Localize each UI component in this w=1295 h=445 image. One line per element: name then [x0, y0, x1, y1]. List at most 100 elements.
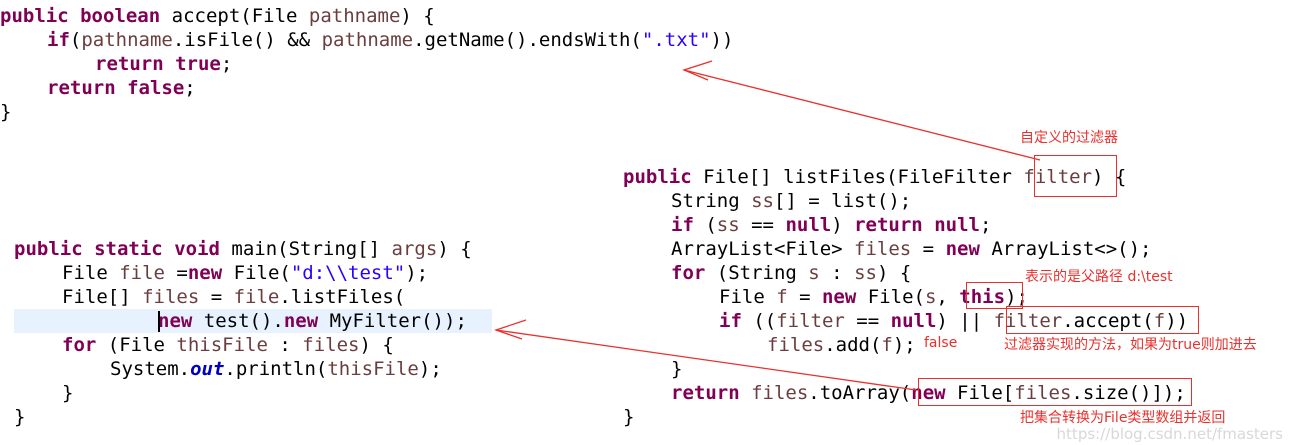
accept-line-5: } — [0, 100, 11, 124]
code-text: ); — [405, 262, 429, 284]
keyword: null — [934, 214, 980, 236]
keyword: null — [890, 310, 937, 332]
code-text: = — [911, 238, 946, 260]
variable: files — [1014, 382, 1072, 404]
code-text: )) — [710, 29, 734, 51]
watermark: https://blog.csdn.net/fmasters — [1056, 425, 1283, 443]
code-text: ArrayList<File> — [671, 238, 855, 260]
code-text: ) || — [936, 310, 994, 332]
variable: f — [1153, 310, 1166, 332]
code-text: test(). — [192, 310, 284, 332]
code-text: File — [62, 262, 120, 284]
code-text: .listFiles( — [279, 286, 406, 308]
code-text: .add( — [824, 334, 882, 356]
variable: args — [391, 238, 438, 260]
code-text: ) { — [1092, 166, 1127, 188]
code-text: .toArray( — [808, 382, 912, 404]
code-text: (File — [96, 334, 177, 356]
code-text: .size()]); — [1071, 382, 1186, 404]
code-text: , — [936, 286, 960, 308]
code-text: ; — [220, 53, 233, 75]
listfiles-line-8: files.add(f); — [767, 333, 916, 357]
code-text: ArrayList<>(); — [979, 238, 1152, 260]
accept-line-3: return true; — [95, 52, 232, 76]
accept-line-1: public boolean accept(File pathname) { — [0, 4, 435, 28]
code-text: ) { — [359, 334, 394, 356]
keyword: return — [95, 53, 164, 75]
variable: f — [776, 286, 788, 308]
code-text: .println( — [224, 358, 328, 380]
code-text: ( — [69, 29, 82, 51]
keyword: void — [174, 238, 220, 260]
keyword: return — [854, 214, 923, 236]
filter-accept-box — [1006, 306, 1199, 334]
variable: files — [302, 334, 360, 356]
listfiles-line-1: public File[] listFiles(FileFilter filte… — [623, 165, 1126, 189]
code-text: = — [787, 286, 822, 308]
variable: filter — [1023, 166, 1093, 188]
keyword: false — [127, 77, 185, 99]
keyword: new — [911, 382, 946, 404]
code-text: String — [671, 190, 752, 212]
keyword: public — [623, 166, 692, 188]
variable: thisFile — [176, 334, 268, 356]
code-text: ); — [892, 334, 916, 356]
arrow-to-accept-method — [682, 60, 1041, 161]
keyword: boolean — [80, 5, 161, 27]
code-text: (String — [705, 262, 809, 284]
keyword: return — [47, 77, 116, 99]
code-text: ; — [979, 214, 992, 236]
variable: pathname — [81, 29, 173, 51]
code-text: ) { — [876, 262, 912, 284]
variable: thisFile — [327, 358, 419, 380]
main-line-2: File file =new File("d:\\test"); — [62, 261, 428, 285]
main-line-6: System.out.println(thisFile); — [110, 357, 442, 381]
variable: pathname — [321, 29, 414, 51]
listfiles-line-11: } — [623, 405, 634, 429]
keyword: new — [187, 262, 223, 284]
variable: file — [119, 262, 165, 284]
keyword: this — [959, 286, 1006, 308]
keyword: public — [14, 238, 83, 260]
string-literal: ".txt" — [641, 29, 711, 51]
code-text: File[] listFiles(FileFilter — [691, 166, 1024, 188]
code-text: : — [819, 262, 855, 284]
string-literal: "d:\\test" — [290, 262, 406, 284]
variable: ss — [854, 262, 877, 284]
listfiles-line-7: if ((filter == null) || filter.accept(f)… — [719, 309, 1188, 333]
code-text: File( — [222, 262, 291, 284]
code-text: == — [739, 214, 786, 236]
annotation-filter-method: 过滤器实现的方法，如果为true则加进去 — [1004, 337, 1257, 353]
code-text: == — [844, 310, 891, 332]
listfiles-line-9: } — [671, 357, 682, 381]
variable: filter — [776, 310, 845, 332]
filter-param-box — [1034, 155, 1117, 197]
code-text: } — [14, 406, 26, 428]
variable: files — [751, 382, 809, 404]
keyword: for — [62, 334, 97, 356]
annotation-to-array: 把集合转换为File类型数组并返回 — [1020, 410, 1226, 426]
code-text: .accept( — [1062, 310, 1154, 332]
annotation-parent-path: 表示的是父路径 d:\test — [1025, 269, 1173, 285]
variable: filter — [993, 310, 1063, 332]
code-text: .getName().endsWith( — [413, 29, 642, 51]
code-text: accept(File — [171, 5, 309, 27]
variable: files — [767, 334, 825, 356]
listfiles-line-4: ArrayList<File> files = new ArrayList<>(… — [671, 237, 1151, 261]
main-line-5: for (File thisFile : files) { — [62, 333, 394, 357]
code-text: } — [0, 101, 12, 123]
code-text: ) — [831, 214, 855, 236]
main-line-4[interactable]: new test().new MyFilter()); — [158, 309, 467, 333]
annotation-custom-filter: 自定义的过滤器 — [1020, 130, 1118, 146]
code-text: .isFile() && — [172, 29, 322, 51]
listfiles-line-2: String ss[] = list(); — [671, 189, 911, 213]
code-text: MyFilter()); — [318, 310, 467, 332]
this-arg-box — [966, 282, 1023, 309]
accept-line-4: return false; — [47, 76, 196, 100]
new-array-box — [918, 378, 1192, 406]
keyword: static — [94, 238, 163, 260]
keyword: new — [283, 310, 319, 332]
keyword: new — [821, 286, 857, 308]
code-text: = — [199, 286, 234, 308]
